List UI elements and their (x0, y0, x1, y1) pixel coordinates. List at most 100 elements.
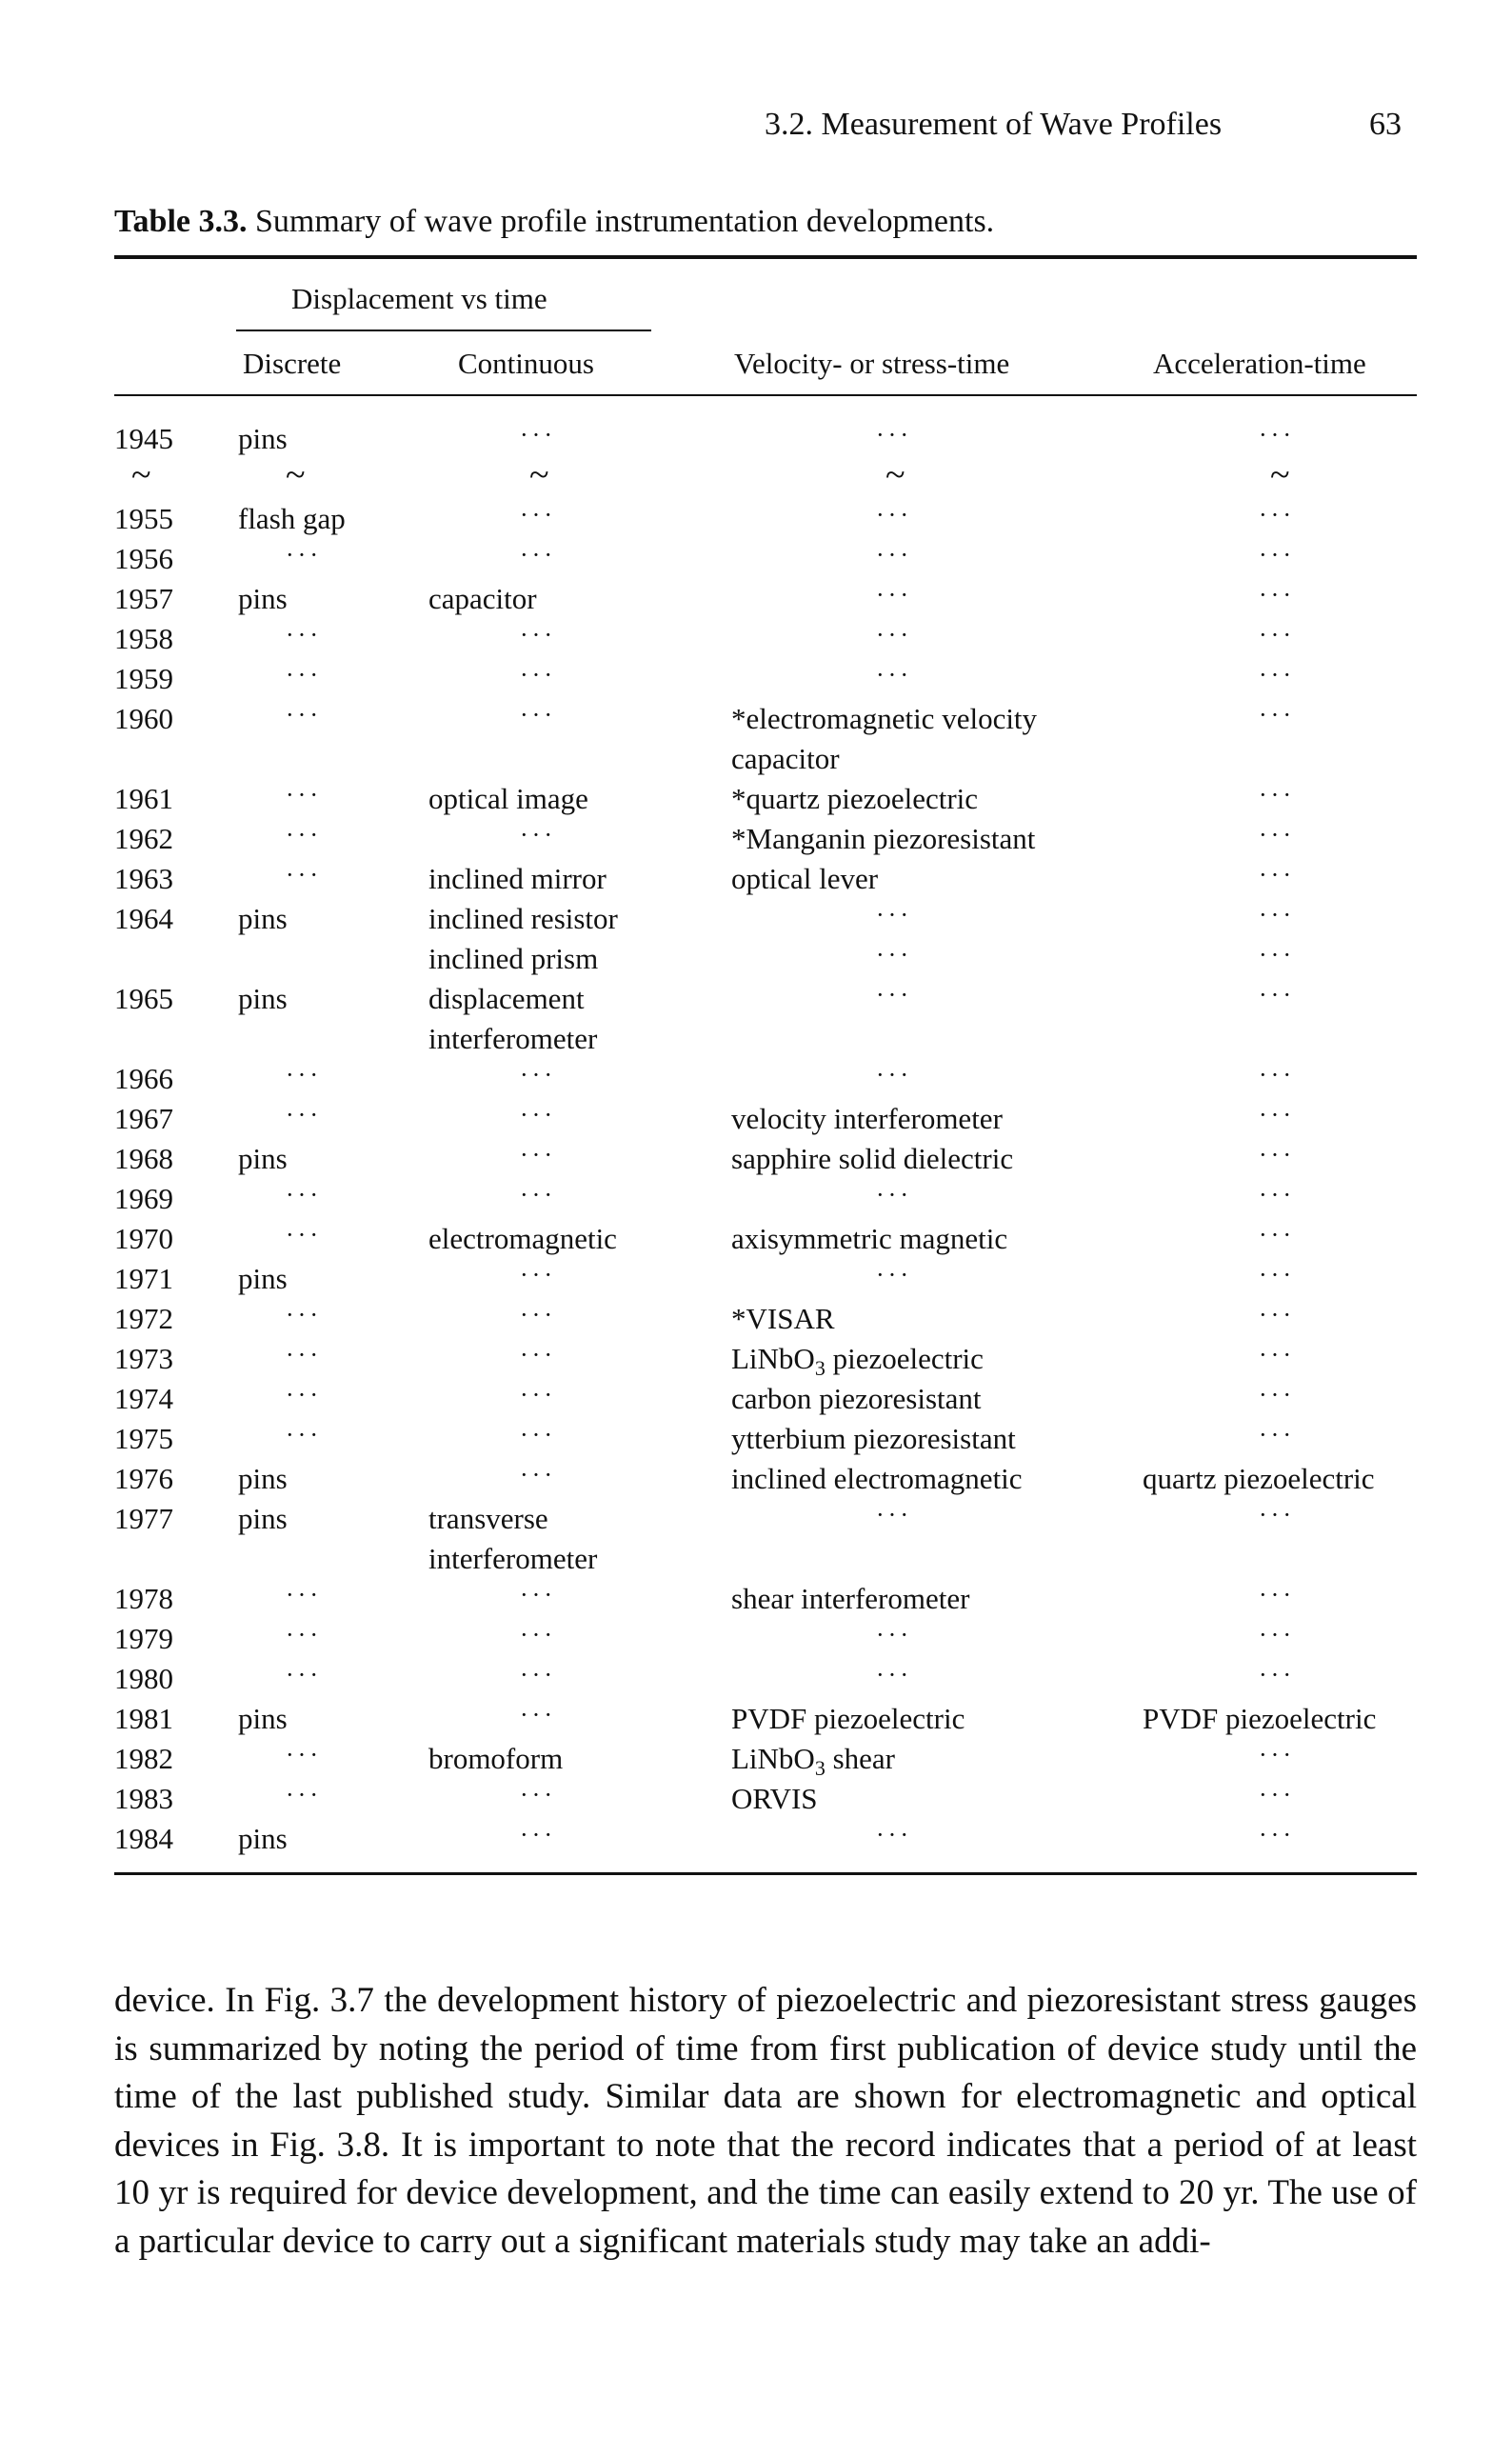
table-row: 1978······shear interferometer··· (114, 1579, 1417, 1619)
discrete-cell: pins (238, 422, 288, 455)
ellipsis-mark: ··· (520, 1061, 556, 1089)
accel-cell: PVDF piezoelectric (1143, 1702, 1377, 1735)
ellipsis-mark: ··· (876, 901, 912, 929)
table-caption: Table 3.3. Summary of wave profile instr… (114, 204, 994, 240)
ellipsis-mark: ··· (1259, 1621, 1295, 1648)
continuous-cell: inclined resistor (428, 902, 618, 935)
velocity-cell: *Manganin piezoresistant (731, 822, 1036, 855)
year-cell: 1961 (114, 782, 173, 815)
ellipsis-mark: ··· (1259, 1101, 1295, 1129)
velocity-cell: LiNbO3 shear (731, 1742, 895, 1781)
ellipsis-mark: ··· (286, 1581, 322, 1608)
year-cell: 1945 (114, 422, 173, 455)
page-header: 3.2. Measurement of Wave Profiles 63 (114, 107, 1417, 154)
accel-cell: quartz piezoelectric (1143, 1462, 1375, 1495)
ellipsis-mark: ··· (286, 541, 322, 569)
velocity-cell: LiNbO3 piezoelectric (731, 1342, 984, 1381)
year-cell: 1978 (114, 1582, 173, 1615)
ellipsis-mark: ··· (286, 1101, 322, 1129)
ellipsis-mark: ··· (286, 1341, 322, 1368)
ellipsis-mark: ··· (876, 1181, 912, 1209)
column-header-acceleration: Acceleration-time (1153, 347, 1366, 380)
ellipsis-mark: ··· (520, 1141, 556, 1169)
velocity-cell: ytterbium piezoresistant (731, 1422, 1016, 1455)
continuous-cell: optical image (428, 782, 588, 815)
ellipsis-mark: ··· (520, 1621, 556, 1648)
tilde-mark: ~ (529, 455, 549, 495)
ellipsis-mark: ··· (1259, 421, 1295, 449)
ellipsis-mark: ··· (1259, 1261, 1295, 1288)
ellipsis-mark: ··· (286, 821, 322, 849)
ellipsis-mark: ··· (876, 661, 912, 689)
table-row: 1969············ (114, 1179, 1417, 1219)
year-cell: 1977 (114, 1502, 173, 1535)
ellipsis-mark: ··· (286, 1421, 322, 1448)
year-cell: 1982 (114, 1742, 173, 1775)
ellipsis-mark: ··· (876, 1821, 912, 1848)
column-group-header: Displacement vs time (291, 282, 547, 315)
ellipsis-mark: ··· (286, 1301, 322, 1328)
ellipsis-mark: ··· (286, 781, 322, 809)
year-cell: 1955 (114, 502, 173, 535)
discrete-cell: pins (238, 1702, 288, 1735)
year-cell: 1984 (114, 1822, 173, 1855)
continuous-cell: bromoform (428, 1742, 564, 1775)
year-cell: 1974 (114, 1382, 173, 1415)
table-row: inclined prism······ (114, 939, 1417, 979)
ellipsis-mark: ··· (1259, 1061, 1295, 1089)
ellipsis-mark: ··· (520, 421, 556, 449)
continuous-cell: electromagnetic (428, 1222, 617, 1255)
ellipsis-mark: ··· (876, 581, 912, 609)
ellipsis-mark: ··· (286, 1781, 322, 1808)
table-bottom-rule (114, 1872, 1417, 1875)
ellipsis-mark: ··· (520, 1701, 556, 1728)
column-header-continuous: Continuous (458, 347, 594, 380)
ellipsis-mark: ··· (520, 701, 556, 729)
ellipsis-mark: ··· (286, 1381, 322, 1408)
ellipsis-mark: ··· (876, 541, 912, 569)
ellipsis-mark: ··· (1259, 781, 1295, 809)
ellipsis-mark: ··· (520, 1461, 556, 1488)
ellipsis-mark: ··· (1259, 541, 1295, 569)
velocity-cell: optical lever (731, 862, 879, 895)
ellipsis-mark: ··· (520, 821, 556, 849)
ellipsis-mark: ··· (1259, 1421, 1295, 1448)
ellipsis-mark: ··· (1259, 1381, 1295, 1408)
ellipsis-mark: ··· (1259, 981, 1295, 1009)
ellipsis-mark: ··· (1259, 1341, 1295, 1368)
velocity-cell: axisymmetric magnetic (731, 1222, 1008, 1255)
ellipsis-mark: ··· (1259, 581, 1295, 609)
group-underline (236, 330, 651, 331)
table-row: 1956············ (114, 539, 1417, 579)
ellipsis-mark: ··· (876, 1501, 912, 1528)
discrete-cell: pins (238, 1822, 288, 1855)
table-row-gap: ~~~~~ (114, 455, 1417, 499)
ellipsis-mark: ··· (520, 501, 556, 529)
ellipsis-mark: ··· (286, 1621, 322, 1648)
year-cell: 1965 (114, 982, 173, 1015)
continuous-cell: inclined prism (428, 942, 599, 975)
year-cell: 1956 (114, 542, 173, 575)
year-cell: 1957 (114, 582, 173, 615)
tilde-mark: ~ (1270, 455, 1290, 495)
table-row: 1966············ (114, 1059, 1417, 1099)
table-row: 1962······*Manganin piezoresistant··· (114, 819, 1417, 859)
body-paragraph: device. In Fig. 3.7 the development hist… (114, 1981, 1417, 2261)
ellipsis-mark: ··· (876, 1621, 912, 1648)
ellipsis-mark: ··· (520, 1581, 556, 1608)
year-cell: 1958 (114, 622, 173, 655)
ellipsis-mark: ··· (876, 501, 912, 529)
discrete-cell: pins (238, 1502, 288, 1535)
ellipsis-mark: ··· (1259, 1661, 1295, 1688)
table-title: Summary of wave profile instrumentation … (255, 204, 995, 239)
ellipsis-mark: ··· (1259, 1741, 1295, 1768)
tilde-mark: ~ (131, 455, 151, 495)
discrete-cell: pins (238, 582, 288, 615)
table-row: 1980············ (114, 1659, 1417, 1699)
